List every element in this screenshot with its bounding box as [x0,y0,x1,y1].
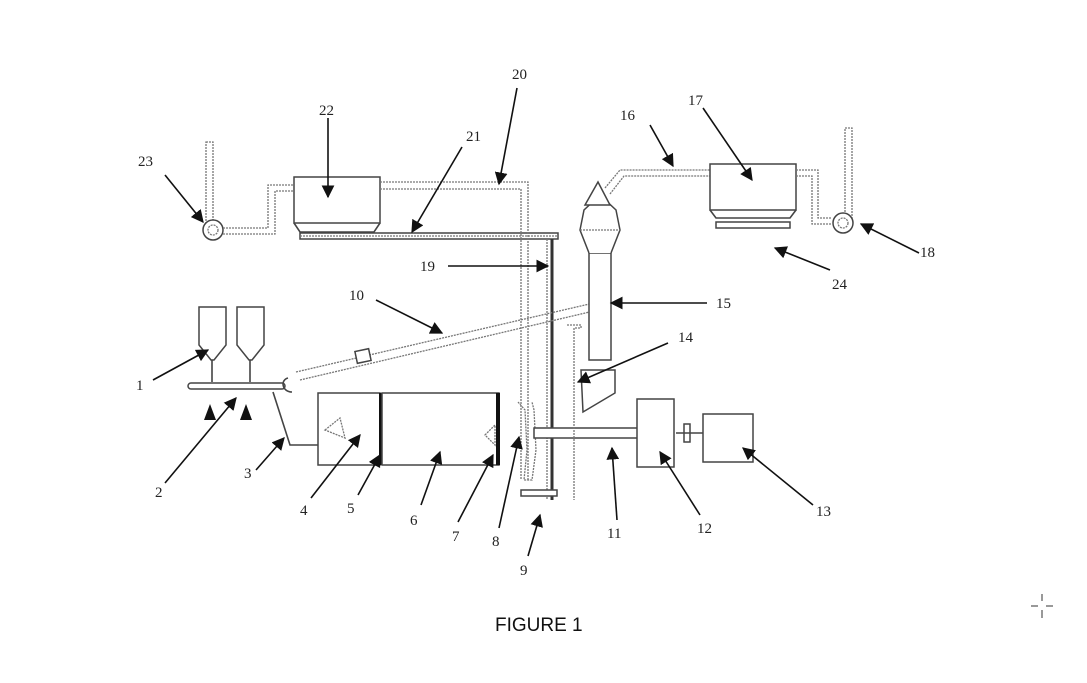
label-8: 8 [492,534,500,550]
fan-right [796,127,854,234]
label-2: 2 [155,485,163,501]
label-10: 10 [349,288,364,304]
label-1: 1 [136,378,144,394]
outlet-cone [517,401,537,481]
label-20: 20 [512,67,527,83]
leader-3 [255,437,285,471]
riser-duct [579,180,621,361]
label-22: 22 [319,103,334,119]
first-chamber [317,392,381,466]
leader-24 [773,246,831,271]
label-17: 17 [688,93,704,109]
leader-9 [527,513,543,557]
leader-17 [702,107,753,182]
feed-conveyor [187,382,286,420]
label-24: 24 [832,277,848,293]
leader-14 [576,342,669,384]
leader-11 [606,446,620,521]
bag-filter-right [709,163,797,219]
label-5: 5 [347,501,355,517]
leader-lines [152,87,920,557]
feed-chute [272,391,318,446]
leader-4 [310,433,361,499]
motor [702,413,754,463]
second-chamber [381,392,500,466]
label-16: 16 [620,108,636,124]
label-15: 15 [716,296,731,312]
outlet-plate [496,393,500,465]
bag-filter-left [293,176,381,233]
leader-7 [457,453,494,523]
leader-20 [494,87,518,186]
leader-18 [859,223,920,254]
leader-23 [164,174,204,223]
vertical-pipe [546,239,554,500]
label-14: 14 [678,330,694,346]
label-7: 7 [452,529,460,545]
label-23: 23 [138,154,153,170]
fan-left [202,141,295,241]
feed-hoppers [198,306,265,382]
top-duct [604,169,710,195]
leader-12 [659,450,701,516]
figure-caption: FIGURE 1 [495,615,583,636]
leader-21 [411,146,463,234]
reference-labels: 1 2 3 4 5 6 7 8 9 10 11 12 13 14 15 16 1… [136,67,935,579]
label-11: 11 [607,526,621,542]
partition-plate [379,393,382,465]
leader-2 [164,397,237,484]
drive-shaft [533,423,703,443]
label-21: 21 [466,129,481,145]
discharge-conveyor [520,489,558,497]
label-13: 13 [816,504,831,520]
leader-8 [498,435,523,529]
label-3: 3 [244,466,252,482]
top-conveyor [299,232,559,240]
label-19: 19 [420,259,435,275]
leader-10 [375,299,444,334]
return-duct [282,301,599,393]
label-9: 9 [520,563,528,579]
label-12: 12 [697,521,712,537]
leader-1 [152,349,210,381]
leader-16 [649,124,674,168]
leader-13 [742,447,814,506]
label-18: 18 [920,245,935,261]
filter-conveyor [715,221,791,229]
crosshair-icon [1031,594,1053,618]
label-6: 6 [410,513,418,529]
leader-6 [420,450,443,506]
leader-5 [357,453,381,496]
gearbox [636,398,675,468]
loop-duct [380,181,529,480]
label-4: 4 [300,503,308,519]
